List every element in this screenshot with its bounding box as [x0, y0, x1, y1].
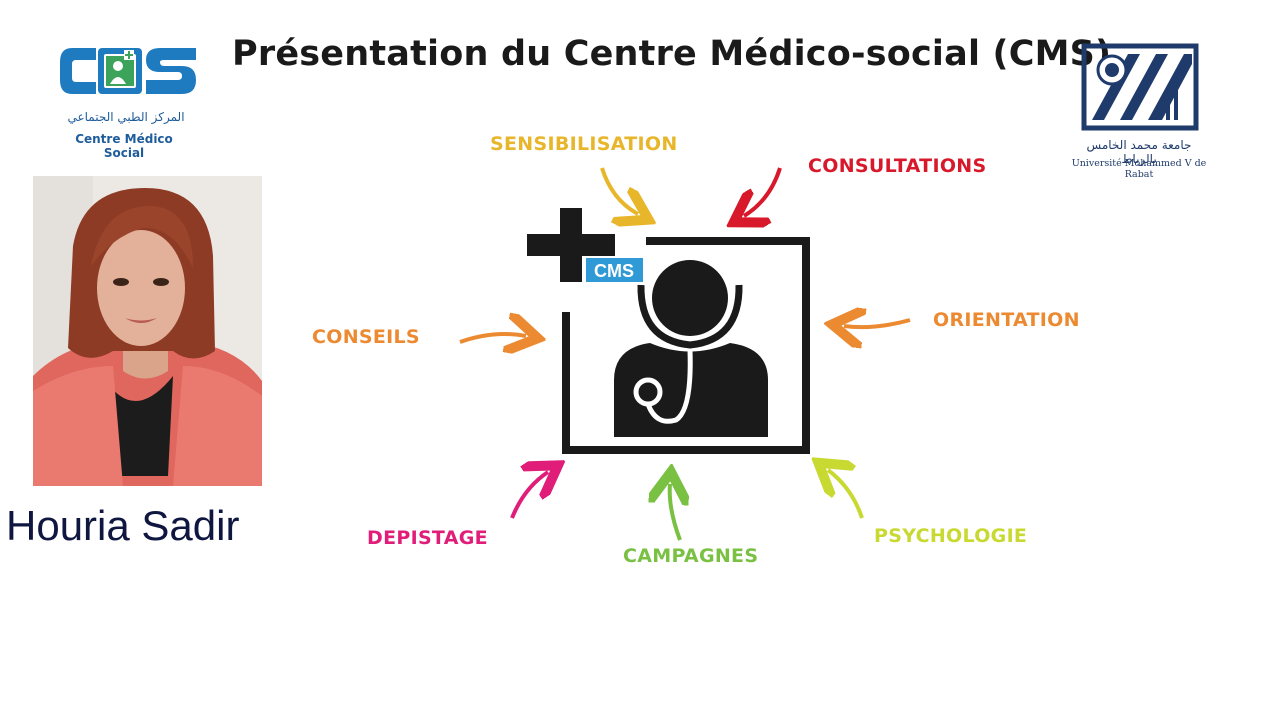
university-logo: جامعة محمد الخامس بالرباط Université Moh…	[1068, 40, 1218, 180]
label-consultations: CONSULTATIONS	[808, 155, 987, 177]
university-emblem	[1081, 43, 1199, 131]
cms-logo: المركز الطبي الجتماعي Centre Médico Soci…	[56, 40, 206, 160]
label-orientation: ORIENTATION	[933, 309, 1080, 331]
label-conseils: CONSEILS	[312, 326, 420, 348]
cms-badge	[586, 258, 643, 282]
arrow-psychologie	[828, 470, 864, 519]
arrow-sensibilisation	[600, 167, 638, 214]
cms-badge-label: CMS	[594, 261, 634, 281]
label-sensibilisation: SENSIBILISATION	[490, 133, 678, 155]
slide-title: Présentation du Centre Médico-social (CM…	[232, 34, 1112, 74]
arrow-orientation	[844, 320, 911, 327]
speaker-photo	[33, 176, 262, 486]
label-psychologie: PSYCHOLOGIE	[874, 525, 1028, 547]
university-logo-french: Université Mohammed V de Rabat	[1071, 158, 1207, 180]
cms-logo-arabic: المركز الطبي الجتماعي	[67, 110, 185, 124]
arrow-consultations	[744, 167, 782, 216]
cms-logo-french: Centre Médico Social	[75, 132, 173, 160]
arrow-depistage	[510, 472, 548, 519]
arrow-campagnes	[670, 484, 680, 541]
doctor-icon	[527, 208, 810, 454]
label-campagnes: CAMPAGNES	[623, 545, 759, 567]
label-depistage: DEPISTAGE	[367, 527, 488, 549]
speaker-name: Houria Sadir	[6, 502, 240, 549]
arrow-conseils	[459, 334, 526, 342]
university-logo-arabic: جامعة محمد الخامس بالرباط	[1086, 138, 1192, 166]
cms-logo-mark	[60, 48, 196, 94]
